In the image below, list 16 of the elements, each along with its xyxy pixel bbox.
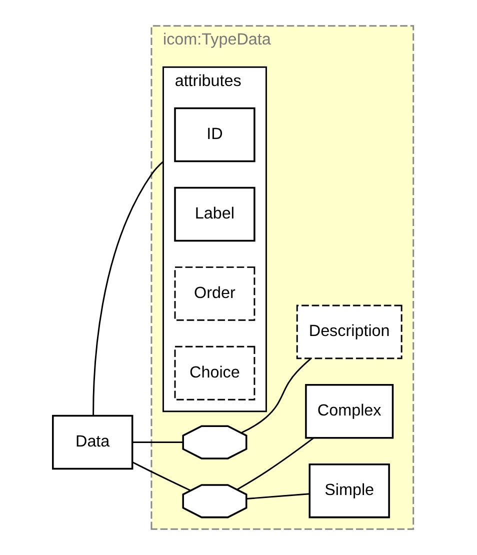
connector (246, 493, 310, 500)
connector (236, 437, 314, 490)
connector (240, 358, 311, 434)
connector (132, 442, 182, 444)
node-box: Order (174, 266, 255, 321)
node-box: Label (174, 186, 255, 242)
node-box: Complex (304, 384, 394, 439)
node-octagon (182, 425, 247, 460)
connector (132, 462, 190, 492)
node-box: ID (174, 107, 255, 162)
node-box: Choice (174, 346, 255, 400)
connector (92, 161, 164, 416)
node-box: Description (296, 304, 402, 360)
node-box: Data (52, 414, 133, 470)
node-box: Simple (308, 463, 390, 518)
node-octagon (182, 484, 247, 518)
